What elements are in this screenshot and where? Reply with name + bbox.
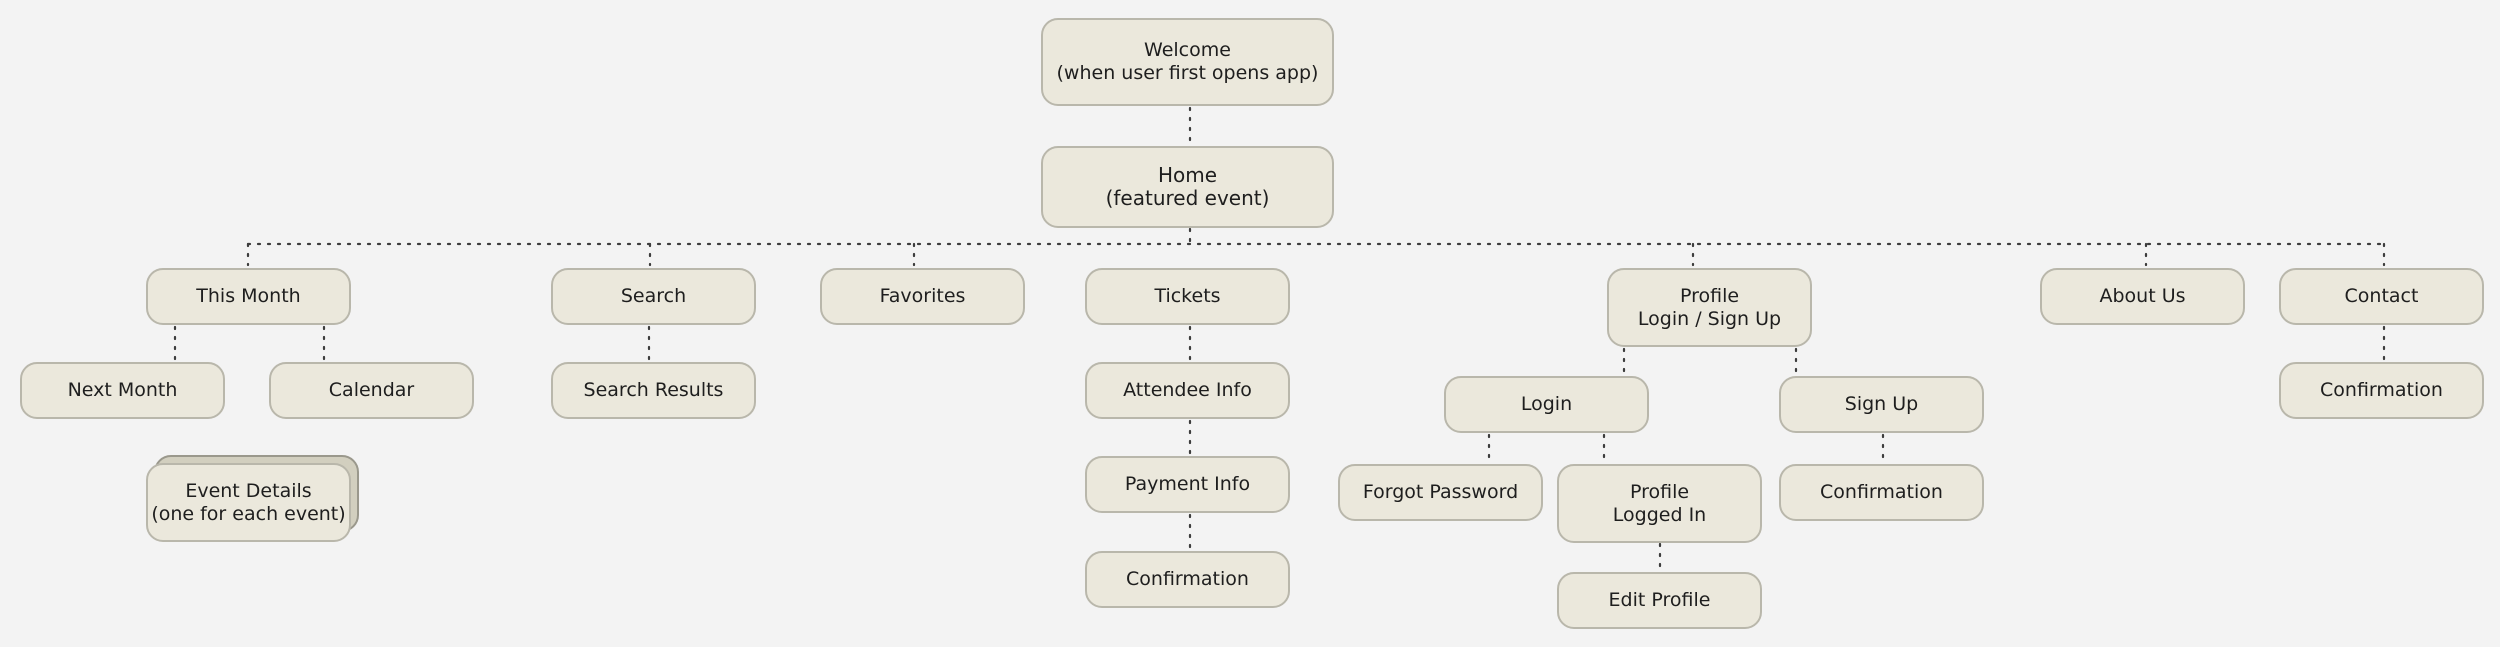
- node-this-month: This Month: [146, 268, 351, 325]
- node-sign-up: Sign Up: [1779, 376, 1984, 433]
- node-forgot-password: Forgot Password: [1338, 464, 1543, 521]
- node-profile: Profile Login / Sign Up: [1607, 268, 1812, 347]
- node-calendar: Calendar: [269, 362, 474, 419]
- node-contact: Contact: [2279, 268, 2484, 325]
- node-welcome: Welcome (when user first opens app): [1041, 18, 1334, 106]
- node-event-details: Event Details (one for each event): [146, 463, 351, 542]
- node-about-us: About Us: [2040, 268, 2245, 325]
- node-tickets: Tickets: [1085, 268, 1290, 325]
- node-search-results: Search Results: [551, 362, 756, 419]
- node-profile-logged-in: Profile Logged In: [1557, 464, 1762, 543]
- node-ticket-confirmation: Confirmation: [1085, 551, 1290, 608]
- node-payment-info: Payment Info: [1085, 456, 1290, 513]
- node-home: Home (featured event): [1041, 146, 1334, 228]
- node-search: Search: [551, 268, 756, 325]
- node-favorites: Favorites: [820, 268, 1025, 325]
- node-attendee-info: Attendee Info: [1085, 362, 1290, 419]
- node-next-month: Next Month: [20, 362, 225, 419]
- node-edit-profile: Edit Profile: [1557, 572, 1762, 629]
- node-signup-confirmation: Confirmation: [1779, 464, 1984, 521]
- node-contact-confirmation: Confirmation: [2279, 362, 2484, 419]
- node-login: Login: [1444, 376, 1649, 433]
